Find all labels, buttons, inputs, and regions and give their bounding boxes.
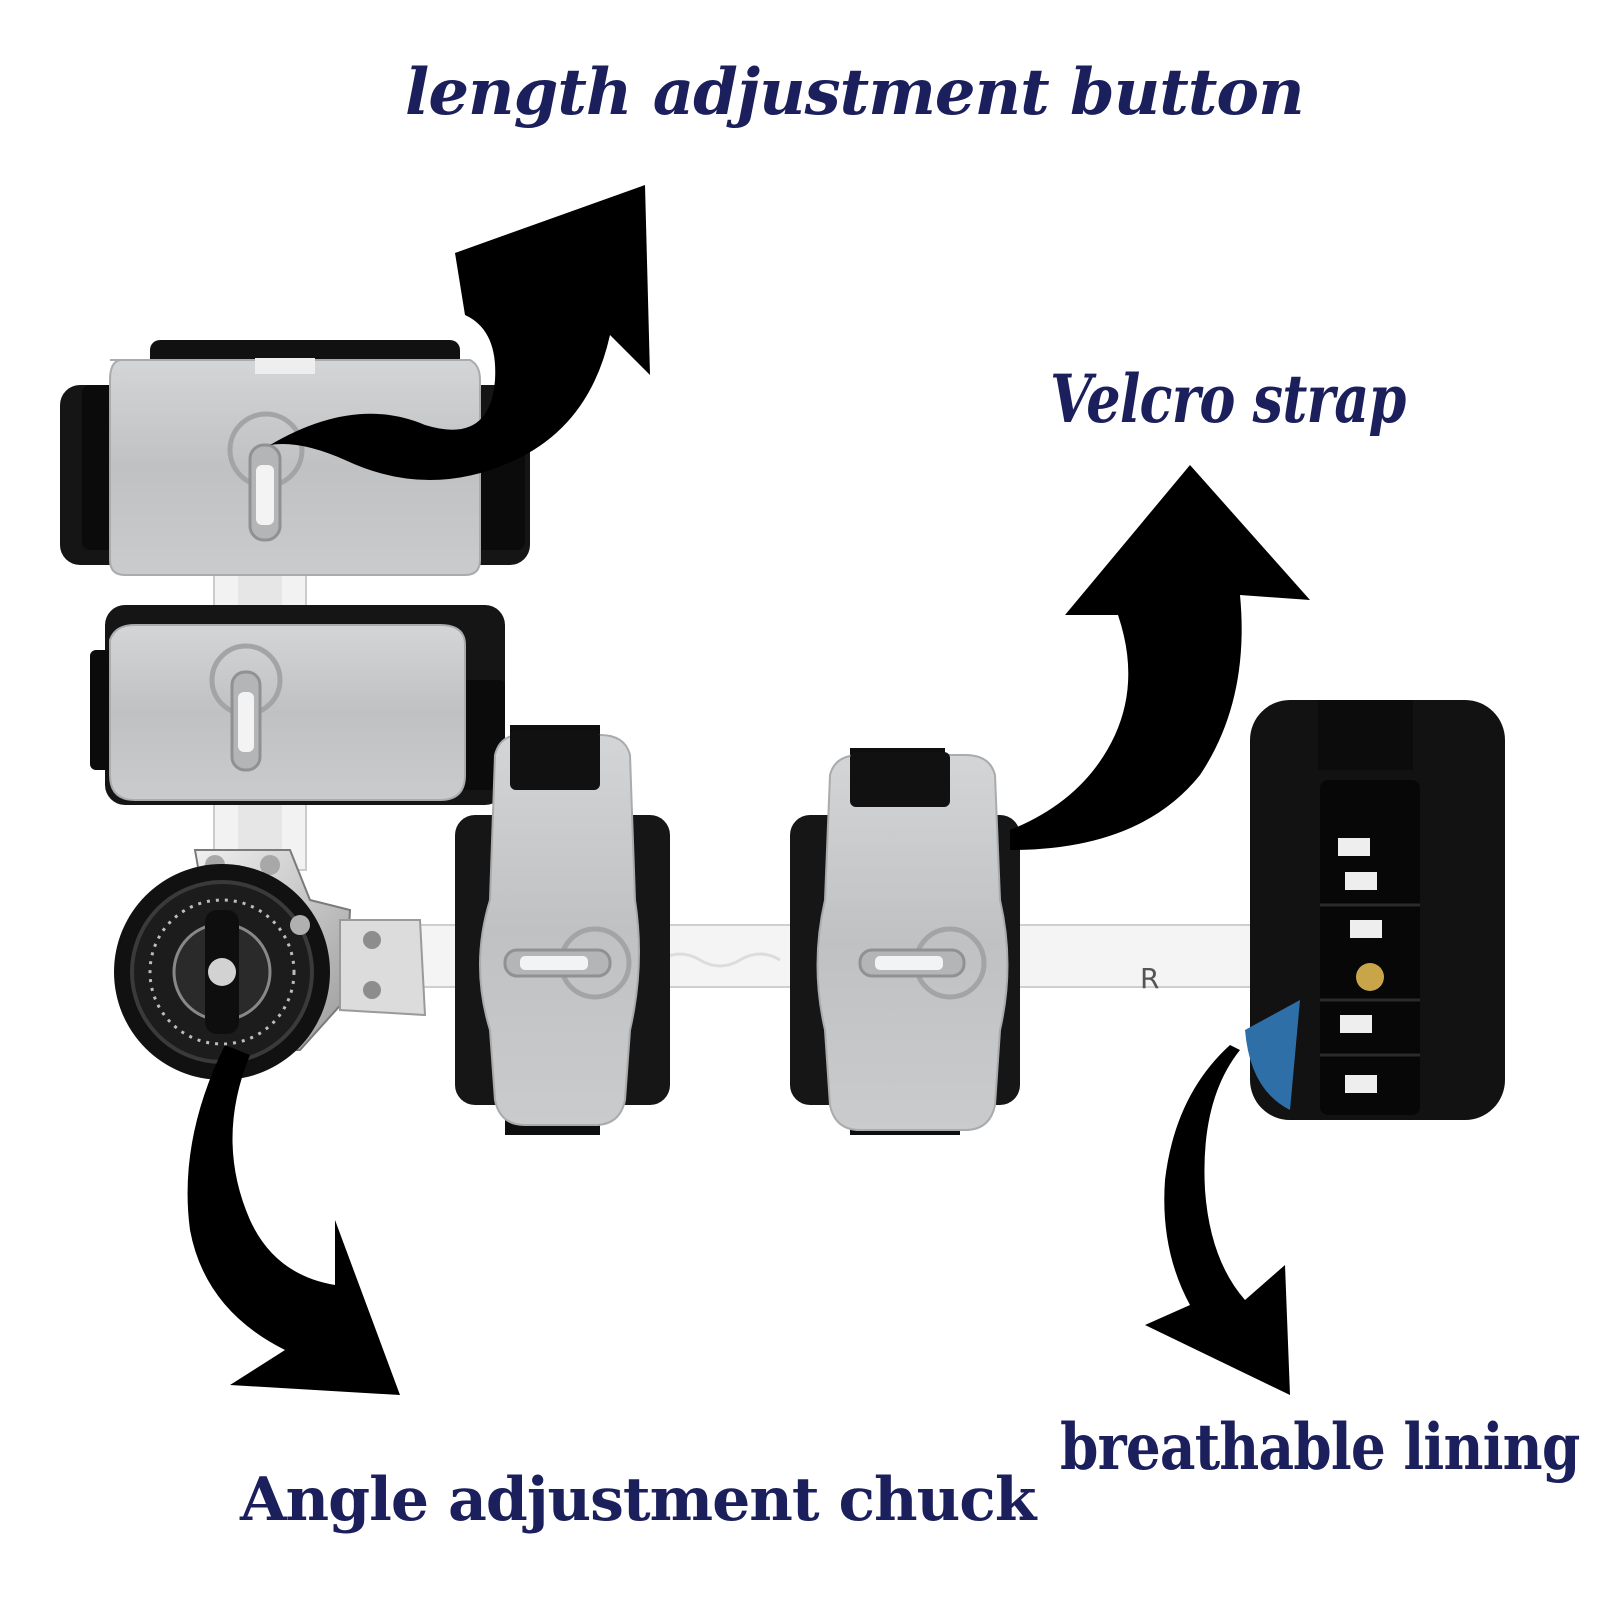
arrow-length-icon [270, 185, 650, 480]
calf-cuff-left [455, 725, 670, 1135]
ankle-cuff [1245, 700, 1505, 1120]
arrow-lining-icon [1145, 1045, 1290, 1395]
lower-thigh-cuff [90, 605, 505, 805]
label-velcro-strap: Velcro strap [1050, 360, 1406, 438]
angle-hinge [114, 849, 427, 1080]
arrow-velcro-icon [1010, 465, 1310, 850]
side-marking: R [1140, 962, 1159, 995]
label-angle-adjustment-chuck: Angle adjustment chuck [240, 1465, 1036, 1535]
calf-cuff-right [790, 748, 1020, 1135]
label-breathable-lining: breathable lining [1060, 1410, 1580, 1485]
arrow-angle-icon [187, 1045, 400, 1395]
label-length-adjustment-button: length adjustment button [405, 55, 1305, 130]
